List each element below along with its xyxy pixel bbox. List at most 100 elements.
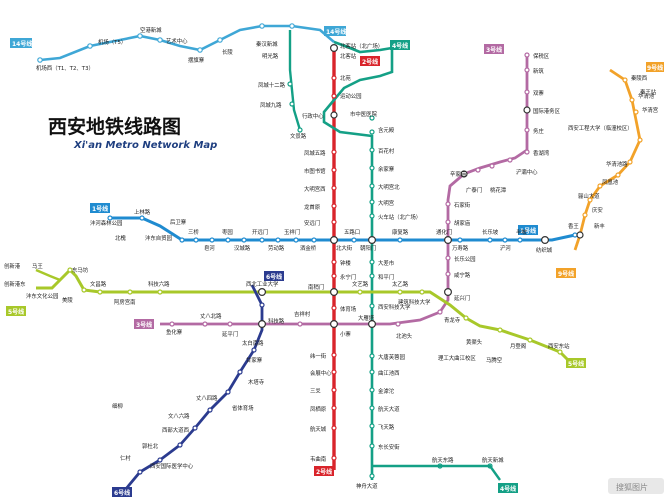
station-dot[interactable] (217, 37, 223, 43)
station-dot[interactable] (225, 237, 231, 243)
station-dot[interactable] (37, 57, 43, 63)
station-dot[interactable] (87, 43, 93, 49)
transfer-station[interactable] (258, 320, 267, 329)
station-dot[interactable] (369, 353, 375, 359)
station-dot[interactable] (357, 289, 363, 295)
station-dot[interactable] (297, 127, 303, 133)
station-dot[interactable] (369, 115, 375, 121)
station-dot[interactable] (179, 237, 185, 243)
station-dot[interactable] (67, 267, 73, 273)
station-dot[interactable] (524, 89, 530, 95)
station-dot[interactable] (81, 287, 87, 293)
station-dot[interactable] (502, 237, 508, 243)
station-dot[interactable] (331, 425, 337, 431)
station-dot[interactable] (197, 47, 203, 53)
station-dot[interactable] (127, 289, 133, 295)
station-dot[interactable] (331, 369, 337, 375)
station-dot[interactable] (369, 165, 375, 171)
station-dot[interactable] (397, 289, 403, 295)
station-dot[interactable] (331, 167, 337, 173)
station-dot[interactable] (227, 321, 233, 327)
station-dot[interactable] (463, 315, 469, 321)
station-dot[interactable] (524, 67, 530, 73)
station-dot[interactable] (489, 163, 495, 169)
station-dot[interactable] (331, 203, 337, 209)
station-dot[interactable] (397, 237, 403, 243)
station-dot[interactable] (369, 259, 375, 265)
station-dot[interactable] (517, 237, 523, 243)
station-dot[interactable] (524, 149, 530, 155)
station-dot[interactable] (331, 185, 337, 191)
transfer-station[interactable] (330, 111, 338, 119)
station-dot[interactable] (369, 303, 375, 309)
station-dot[interactable] (331, 405, 337, 411)
station-dot[interactable] (369, 443, 375, 449)
station-dot[interactable] (445, 201, 451, 207)
station-dot[interactable] (157, 37, 163, 43)
station-dot[interactable] (633, 109, 639, 115)
station-dot[interactable] (331, 352, 337, 358)
station-dot[interactable] (237, 369, 243, 375)
transfer-station[interactable] (460, 170, 468, 178)
station-dot[interactable] (369, 273, 375, 279)
station-dot[interactable] (331, 93, 337, 99)
station-dot[interactable] (629, 97, 635, 103)
station-dot[interactable] (289, 101, 295, 107)
transfer-station[interactable] (576, 231, 584, 239)
station-dot[interactable] (475, 167, 481, 173)
station-dot[interactable] (369, 213, 375, 219)
station-dot[interactable] (177, 442, 183, 448)
station-dot[interactable] (369, 387, 375, 393)
station-dot[interactable] (524, 52, 530, 58)
station-dot[interactable] (587, 197, 593, 203)
transfer-station[interactable] (523, 106, 531, 114)
station-dot[interactable] (311, 237, 317, 243)
station-dot[interactable] (157, 289, 163, 295)
station-dot[interactable] (369, 369, 375, 375)
station-dot[interactable] (369, 199, 375, 205)
station-dot[interactable] (137, 33, 143, 39)
station-dot[interactable] (457, 237, 463, 243)
station-dot[interactable] (507, 157, 513, 163)
station-dot[interactable] (497, 327, 503, 333)
transfer-station[interactable] (330, 236, 339, 245)
transfer-station[interactable] (330, 320, 339, 329)
station-dot[interactable] (615, 172, 621, 178)
station-dot[interactable] (259, 237, 265, 243)
station-dot[interactable] (169, 321, 175, 327)
station-dot[interactable] (527, 337, 533, 343)
station-dot[interactable] (287, 81, 293, 87)
station-dot[interactable] (139, 215, 145, 221)
station-dot[interactable] (331, 259, 337, 265)
station-dot[interactable] (582, 212, 588, 218)
station-dot[interactable] (445, 219, 451, 225)
station-dot[interactable] (331, 455, 337, 461)
station-dot[interactable] (369, 147, 375, 153)
station-dot[interactable] (331, 273, 337, 279)
transfer-station[interactable] (444, 288, 453, 297)
station-dot[interactable] (207, 407, 213, 413)
station-dot[interactable] (524, 127, 530, 133)
station-dot[interactable] (331, 149, 337, 155)
station-dot[interactable] (251, 347, 257, 353)
station-dot[interactable] (297, 321, 303, 327)
station-dot[interactable] (627, 159, 633, 165)
transfer-station[interactable] (540, 236, 549, 245)
station-dot[interactable] (192, 425, 198, 431)
station-dot[interactable] (107, 215, 113, 221)
station-dot[interactable] (369, 423, 375, 429)
station-dot[interactable] (209, 237, 215, 243)
station-dot[interactable] (293, 237, 299, 243)
station-dot[interactable] (259, 302, 265, 308)
station-dot[interactable] (289, 23, 295, 29)
station-dot[interactable] (437, 309, 443, 315)
station-dot[interactable] (419, 289, 425, 295)
station-dot[interactable] (622, 77, 628, 83)
station-dot[interactable] (275, 237, 281, 243)
station-dot[interactable] (487, 237, 493, 243)
station-dot[interactable] (225, 389, 231, 395)
station-dot[interactable] (369, 129, 375, 135)
station-dot[interactable] (637, 137, 643, 143)
station-dot[interactable] (193, 237, 199, 243)
station-dot[interactable] (557, 349, 563, 355)
